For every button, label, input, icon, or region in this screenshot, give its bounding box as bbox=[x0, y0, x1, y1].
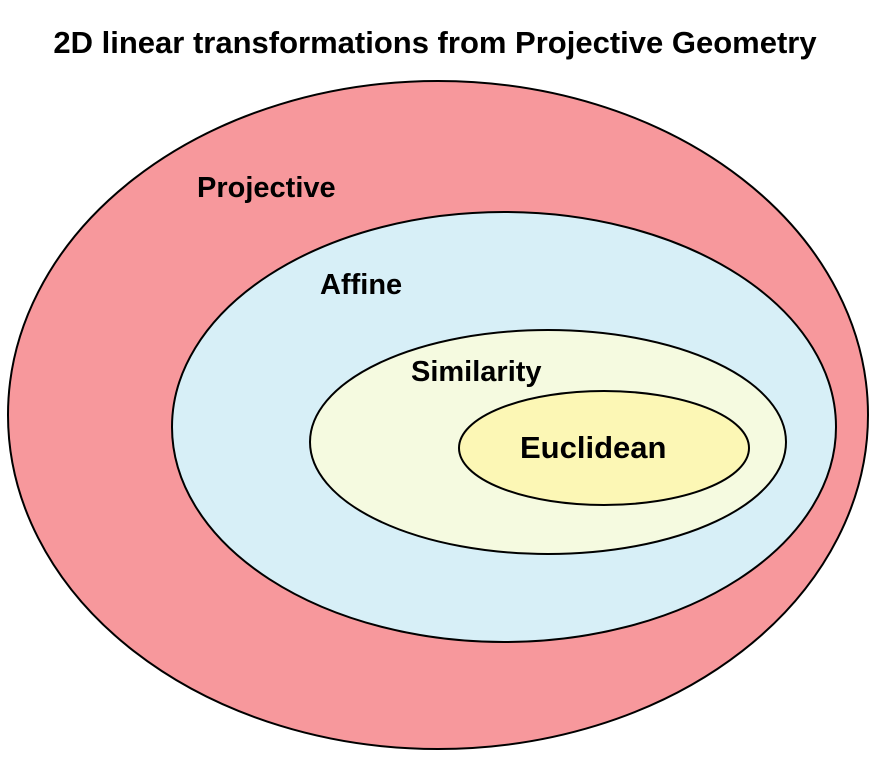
euclidean-label: Euclidean bbox=[520, 430, 666, 465]
diagram-title: 2D linear transformations from Projectiv… bbox=[53, 25, 817, 60]
euclidean-region bbox=[458, 390, 750, 506]
affine-label: Affine bbox=[320, 269, 402, 301]
projective-label: Projective bbox=[197, 172, 336, 204]
similarity-label: Similarity bbox=[411, 356, 542, 388]
